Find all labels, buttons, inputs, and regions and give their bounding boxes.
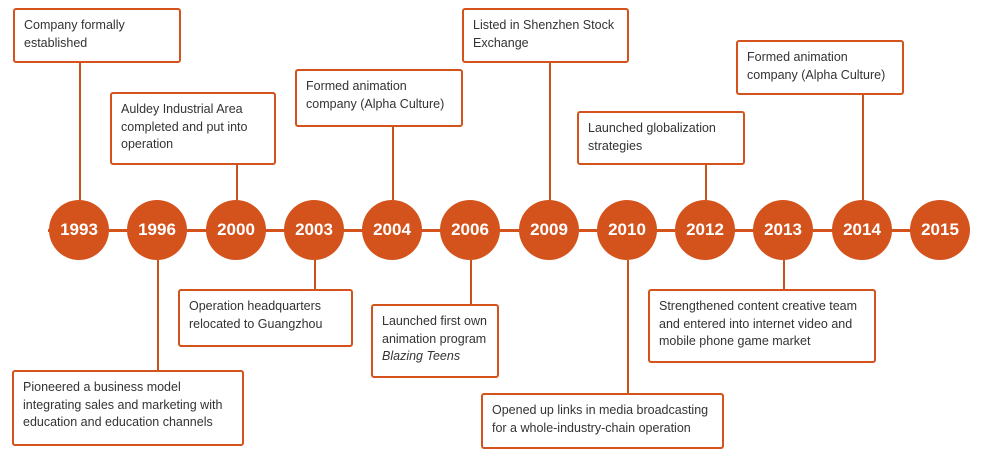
connector-1993: [79, 62, 81, 200]
event-2009: Listed in Shenzhen Stock Exchange: [462, 8, 629, 63]
year-node-2003: 2003: [284, 200, 344, 260]
connector-2012: [705, 164, 707, 200]
event-2000: Auldey Industrial Area completed and put…: [110, 92, 276, 165]
connector-2009: [549, 62, 551, 200]
connector-2013: [783, 260, 785, 290]
connector-2010: [627, 260, 629, 394]
event-2006-title: Blazing Teens: [382, 349, 461, 363]
event-2012: Launched globalization strategies: [577, 111, 745, 165]
connector-2014: [862, 94, 864, 200]
year-node-2012: 2012: [675, 200, 735, 260]
event-2004: Formed animation company (Alpha Culture): [295, 69, 463, 127]
event-2010: Opened up links in media broadcasting fo…: [481, 393, 724, 449]
event-1996: Pioneered a business model integrating s…: [12, 370, 244, 446]
year-node-2010: 2010: [597, 200, 657, 260]
year-node-2009: 2009: [519, 200, 579, 260]
event-2013: Strengthened content creative team and e…: [648, 289, 876, 363]
year-node-2013: 2013: [753, 200, 813, 260]
event-1993: Company formally established: [13, 8, 181, 63]
year-node-1996: 1996: [127, 200, 187, 260]
year-node-2004: 2004: [362, 200, 422, 260]
connector-2004: [392, 126, 394, 200]
event-2006-text: Launched first own animation program: [382, 314, 487, 346]
year-node-2000: 2000: [206, 200, 266, 260]
year-node-2006: 2006: [440, 200, 500, 260]
connector-2006: [470, 260, 472, 305]
year-node-2015: 2015: [910, 200, 970, 260]
connector-2000: [236, 164, 238, 200]
event-2006: Launched first own animation program Bla…: [371, 304, 499, 378]
year-node-1993: 1993: [49, 200, 109, 260]
year-node-2014: 2014: [832, 200, 892, 260]
connector-2003: [314, 260, 316, 290]
connector-1996: [157, 260, 159, 371]
event-2014: Formed animation company (Alpha Culture): [736, 40, 904, 95]
event-2003: Operation headquarters relocated to Guan…: [178, 289, 353, 347]
